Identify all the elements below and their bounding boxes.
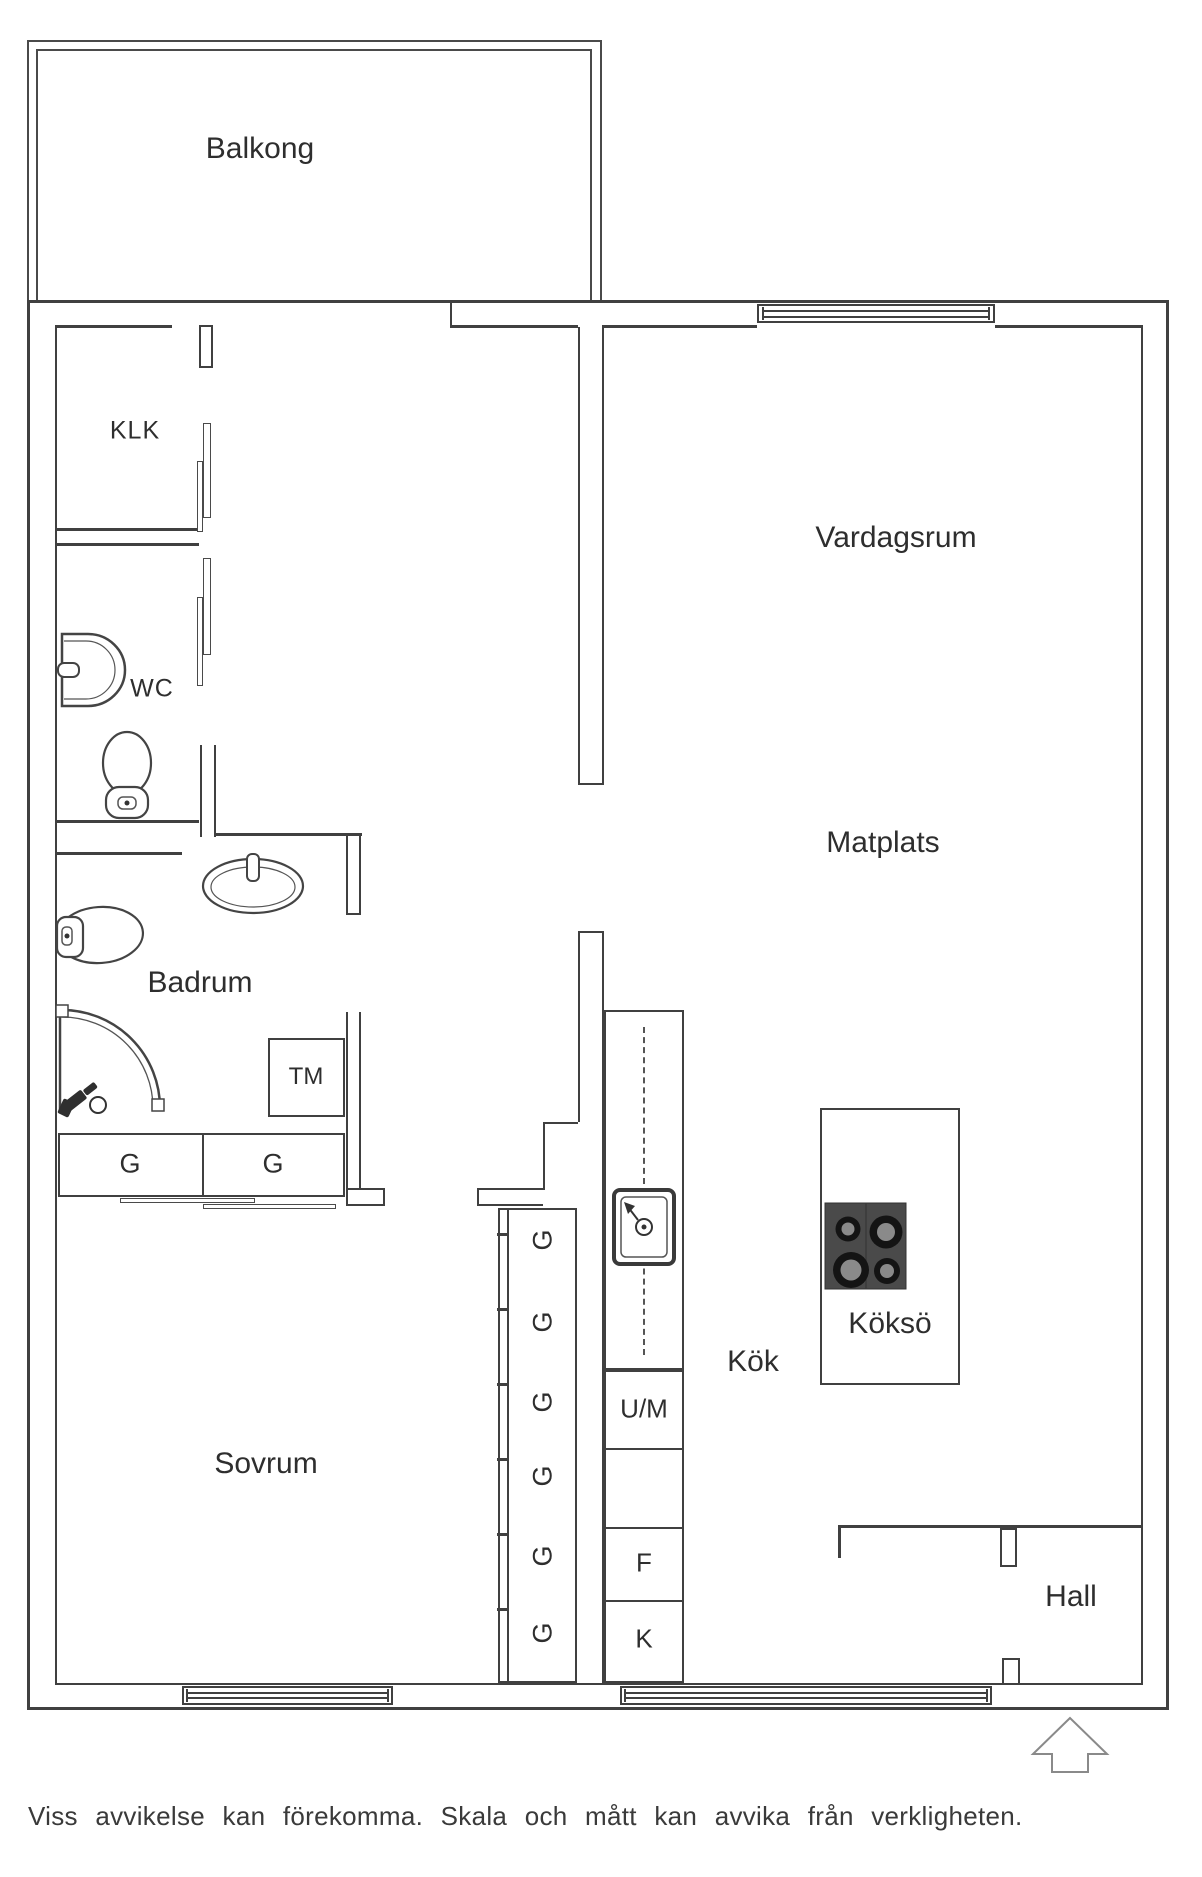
wall-segment <box>838 1525 841 1558</box>
wall-segment <box>57 528 199 531</box>
wall-segment <box>450 303 452 325</box>
wall-segment <box>200 745 202 837</box>
wardrobe-label: G <box>527 1545 558 1567</box>
wall-segment <box>57 325 172 328</box>
wardrobe-door-tick <box>497 1458 508 1461</box>
wall-segment <box>36 49 38 302</box>
room-label-kitchen: Kök <box>727 1345 779 1378</box>
wall-segment <box>507 1208 509 1683</box>
wall-segment <box>578 931 580 1122</box>
wall-segment <box>57 820 199 823</box>
shower-icon <box>55 1004 165 1118</box>
room-label-balcony: Balkong <box>205 132 315 165</box>
wall-segment <box>57 852 182 855</box>
room-label-bedroom: Sovrum <box>214 1447 318 1480</box>
room-label-kitchen-island: Köksö <box>848 1307 932 1340</box>
wall-segment <box>27 40 602 42</box>
sink-icon <box>57 632 127 708</box>
wardrobe-cabinet <box>58 1133 345 1197</box>
sliding-door <box>203 423 211 518</box>
wall-segment <box>600 40 602 302</box>
wardrobe-label: G <box>119 1148 141 1179</box>
fridge-label: F <box>636 1547 652 1578</box>
wall-segment <box>838 1525 1141 1528</box>
wall-segment <box>359 1012 361 1190</box>
wall-segment <box>578 931 604 933</box>
sliding-door <box>197 461 203 532</box>
wall-segment <box>55 1683 1143 1685</box>
freezer-label: K <box>635 1623 653 1654</box>
wall-segment <box>27 300 30 1710</box>
door-jamb <box>1000 1528 1017 1567</box>
wall-segment <box>214 745 216 837</box>
wall-segment <box>346 913 361 915</box>
wall-segment <box>346 1188 385 1206</box>
door-jamb <box>1002 1658 1020 1685</box>
wall-segment <box>477 1188 479 1206</box>
wall-segment <box>590 49 592 302</box>
wall-segment <box>995 325 1141 328</box>
wardrobe-label: G <box>527 1465 558 1487</box>
wall-segment <box>346 1012 348 1190</box>
wardrobe-label: G <box>527 1311 558 1333</box>
room-label-closet: KLK <box>109 416 161 445</box>
wall-segment <box>27 40 29 302</box>
wall-segment <box>216 833 362 836</box>
wall-segment <box>202 1133 204 1197</box>
wall-segment <box>604 1448 684 1450</box>
room-label-bathroom: Badrum <box>147 966 253 999</box>
wardrobe-door-tick <box>497 1533 508 1536</box>
sliding-door <box>120 1198 255 1203</box>
kitchen-sink-icon <box>612 1188 676 1266</box>
sliding-door <box>197 597 203 686</box>
wardrobe-door-tick <box>497 1308 508 1311</box>
appliance-stack <box>604 1370 684 1683</box>
wall-segment <box>36 49 592 51</box>
wardrobe-label: G <box>527 1391 558 1413</box>
entry-arrow-icon <box>1030 1716 1110 1773</box>
room-label-wc: WC <box>130 674 174 703</box>
wardrobe-label: G <box>262 1148 284 1179</box>
wardrobe-door-tick <box>497 1233 508 1236</box>
wall-segment <box>602 931 604 1683</box>
room-label-living-room: Vardagsrum <box>815 521 977 554</box>
wall-segment <box>27 1707 1169 1710</box>
wardrobe-label: G <box>527 1622 558 1644</box>
door-jamb <box>199 325 213 368</box>
sliding-door <box>203 1204 336 1209</box>
wardrobe-column <box>498 1208 577 1683</box>
washing-machine-label: TM <box>288 1063 324 1090</box>
wardrobe-label: G <box>527 1229 558 1251</box>
washing-machine-box <box>268 1038 345 1117</box>
room-label-hall: Hall <box>1045 1580 1097 1613</box>
wardrobe-door-tick <box>497 1383 508 1386</box>
wall-segment <box>346 835 348 915</box>
wall-segment <box>604 1600 684 1602</box>
wall-segment <box>543 1122 545 1190</box>
washer-dryer-label: U/M <box>620 1393 668 1424</box>
wall-segment <box>543 1122 578 1124</box>
room-label-dining: Matplats <box>826 826 940 859</box>
wall-segment <box>57 543 199 546</box>
sliding-door <box>203 558 211 655</box>
wardrobe-door-tick <box>497 1608 508 1611</box>
wall-segment <box>578 327 604 785</box>
disclaimer-text: Viss avvikelse kan förekomma. Skala och … <box>28 1801 1023 1831</box>
toilet-icon <box>101 730 153 820</box>
wall-segment <box>359 835 361 915</box>
stove-icon <box>824 1202 907 1290</box>
wall-segment <box>477 1204 543 1206</box>
wall-segment <box>1141 325 1143 1685</box>
wall-segment <box>477 1188 545 1190</box>
vanity-sink-icon <box>201 853 305 915</box>
toilet-icon <box>55 905 145 965</box>
wall-segment <box>604 1527 684 1529</box>
wall-segment <box>602 325 757 328</box>
wall-segment <box>27 300 1169 303</box>
wall-segment <box>1166 300 1169 1710</box>
wall-segment <box>450 325 578 328</box>
